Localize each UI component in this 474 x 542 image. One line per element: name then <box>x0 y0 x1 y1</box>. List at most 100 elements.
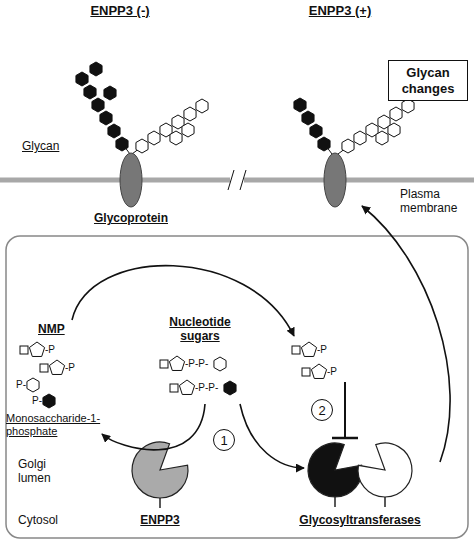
sugar-hexagon <box>182 123 194 137</box>
glycoprotein <box>324 153 346 207</box>
base-square <box>170 384 178 392</box>
phosphate-label: -P <box>327 366 337 378</box>
label-text: Glycoprotein <box>94 211 168 225</box>
enzyme-anchor <box>384 497 386 507</box>
sugar-hexagon <box>184 107 196 121</box>
node-text: Glycan changes <box>395 65 461 96</box>
sugar-hexagon <box>196 99 208 113</box>
sugar-hexagon <box>104 86 116 100</box>
break-mark <box>240 170 246 190</box>
phosphate-label: P- <box>16 379 26 391</box>
phosphate-label: -P <box>45 344 55 356</box>
text-label: ENPP3 <box>140 514 179 528</box>
base-square <box>40 364 48 372</box>
ribose-pentagon <box>301 342 316 356</box>
sugar-hexagon <box>170 131 182 145</box>
label-text: -P-P- <box>185 358 208 369</box>
sugar-hexagon <box>100 111 112 125</box>
label-text: Glycosyltransferases <box>299 513 420 527</box>
sugar-hexagon <box>294 98 306 112</box>
text-label: Nucleotide sugars <box>159 316 241 344</box>
label-text: -P <box>65 362 75 373</box>
ribose-pentagon <box>49 360 64 374</box>
ribose-pentagon <box>179 380 194 394</box>
enzyme-shape <box>358 443 412 497</box>
sugar-hexagon <box>376 131 388 145</box>
phosphate-label: -P <box>65 362 75 374</box>
sugar-hexagon <box>76 72 88 86</box>
sugar-hexagon <box>388 123 400 137</box>
sugar-hexagon <box>84 85 96 99</box>
substrate-arrow <box>240 404 304 468</box>
hydrolysis-arrow <box>102 404 205 450</box>
label-text: Nucleotide sugars <box>169 315 230 343</box>
node-text: 1 <box>220 434 227 447</box>
ribose-pentagon <box>29 342 44 356</box>
sugar-hexagon <box>90 62 102 76</box>
callout-number: 2 <box>311 399 333 421</box>
sugar-hexagon <box>92 98 104 112</box>
text-label: Cytosol <box>18 514 58 528</box>
label-text: NMP <box>38 322 65 336</box>
enzyme-shape <box>308 443 362 497</box>
glycoprotein <box>120 153 142 207</box>
phosphate-label: -P <box>317 344 327 356</box>
phosphate-label: -P-P- <box>195 382 218 394</box>
sugar-hexagon <box>318 137 330 151</box>
text-label: Glycosyltransferases <box>299 514 420 528</box>
node-text: 2 <box>318 404 325 417</box>
text-label: ENPP3 (+) <box>309 4 372 19</box>
label-text: -P-P- <box>195 382 218 393</box>
label-text: -P <box>317 344 327 355</box>
ribose-pentagon <box>169 356 184 370</box>
text-label: Glycan <box>22 140 59 154</box>
label-text: ENPP3 (+) <box>309 3 372 18</box>
callout-box: Glycan changes <box>388 60 468 101</box>
sugar-hexagon <box>224 381 236 395</box>
label-text: Cytosol <box>18 513 58 527</box>
base-square <box>20 346 28 354</box>
label-text: Glycan <box>22 139 59 153</box>
base-square <box>302 368 310 376</box>
sugar-hexagon <box>116 137 128 151</box>
label-text: -P <box>45 344 55 355</box>
text-label: Monosaccharide-1-phosphate <box>6 412 106 437</box>
sugar-hexagon <box>354 131 366 145</box>
label-text: Golgi lumen <box>18 457 51 485</box>
ribose-pentagon <box>311 364 326 378</box>
label-text: -P <box>327 366 337 377</box>
sugar-hexagon <box>342 139 354 153</box>
enzyme-anchor <box>159 498 161 508</box>
enzyme-anchor <box>334 497 336 507</box>
illustration-group <box>0 62 474 538</box>
label-text: ENPP3 (-) <box>90 3 149 18</box>
text-label: ENPP3 (-) <box>90 4 149 19</box>
label-text: Plasma membrane <box>400 187 457 215</box>
sugar-hexagon <box>136 139 148 153</box>
glycosylation-arrow <box>362 206 450 462</box>
callout-number: 1 <box>213 429 235 451</box>
sugar-hexagon <box>148 131 160 145</box>
phosphate-label: P- <box>32 395 42 407</box>
sugar-hexagon <box>214 357 226 371</box>
text-label: Golgi lumen <box>18 458 66 486</box>
sugar-hexagon <box>43 394 55 408</box>
label-text: ENPP3 <box>140 513 179 527</box>
text-label: Glycoprotein <box>94 212 168 226</box>
text-label: NMP <box>38 323 65 337</box>
base-square <box>292 346 300 354</box>
phosphate-label: -P-P- <box>185 358 208 370</box>
cell-outline <box>6 236 468 538</box>
plasma-membrane <box>0 178 230 183</box>
break-mark <box>228 170 234 190</box>
base-square <box>160 360 168 368</box>
sugar-hexagon <box>390 107 402 121</box>
inhibition-bar <box>332 437 358 440</box>
sugar-hexagon <box>310 124 322 138</box>
label-text: Monosaccharide-1-phosphate <box>6 412 100 437</box>
plasma-membrane <box>244 178 474 183</box>
label-text: P- <box>16 379 26 390</box>
sugar-hexagon <box>302 111 314 125</box>
label-text: P- <box>32 395 42 406</box>
